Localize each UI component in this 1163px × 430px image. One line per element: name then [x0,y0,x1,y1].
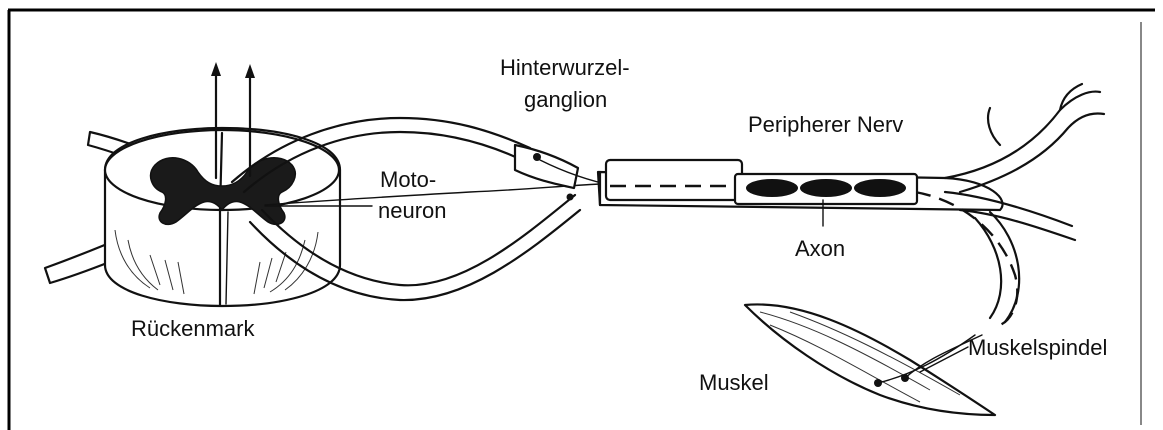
spinal-cord-drawing [45,62,340,306]
label-hinterwurzel-line1: Hinterwurzel- [500,55,630,80]
label-peripherer-nerv: Peripherer Nerv [748,112,903,137]
label-axon: Axon [795,236,845,261]
label-rueckenmark: Rückenmark [131,316,255,341]
muscle-drawing [745,304,995,415]
label-hinterwurzel-line2: ganglion [524,87,607,112]
label-muskelspindel: Muskelspindel [968,335,1107,360]
label-muskel: Muskel [699,370,769,395]
label-moto-line1: Moto- [380,167,436,192]
label-moto-line2: neuron [378,198,447,223]
